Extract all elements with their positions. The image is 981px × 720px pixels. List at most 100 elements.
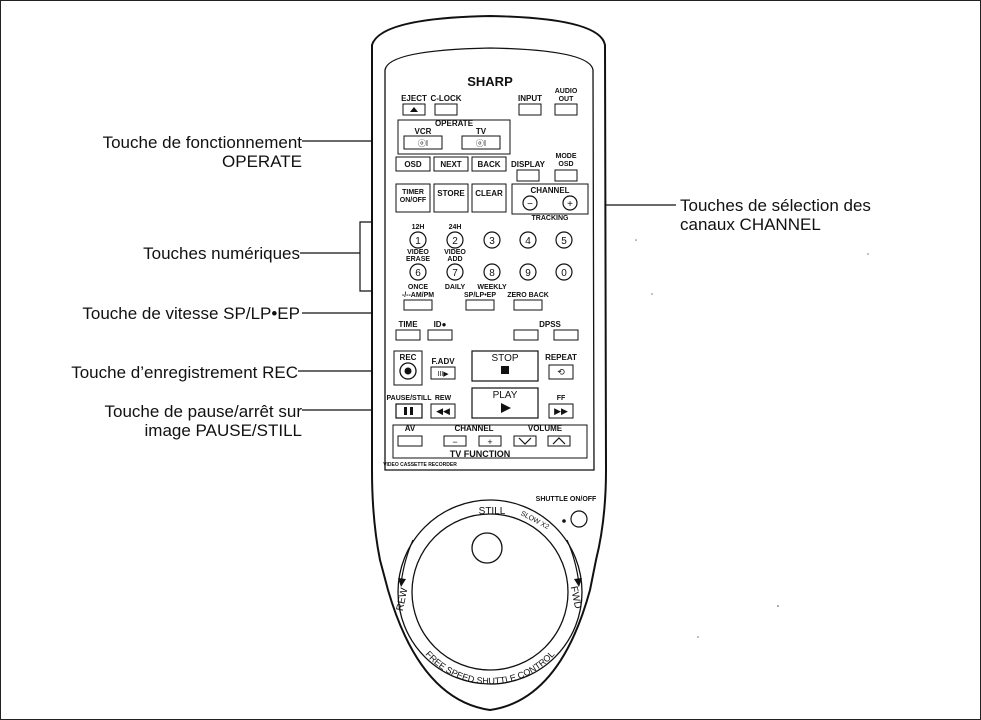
rew-label: REW: [435, 395, 452, 402]
speck: [867, 253, 869, 255]
mode-osd-button[interactable]: [554, 169, 578, 182]
input-button[interactable]: [518, 103, 542, 116]
audio-out-label-1: AUDIO: [555, 88, 578, 95]
num-7-button[interactable]: [446, 263, 464, 281]
fast-forward-icon: ▶▶: [554, 406, 568, 416]
note-24h: 24H: [449, 224, 462, 231]
num-1-button[interactable]: [409, 231, 427, 249]
audio-out-button[interactable]: [554, 103, 578, 116]
fadv-label: F.ADV: [431, 357, 455, 366]
play-icon: [501, 403, 511, 413]
rewind-icon: ◀◀: [436, 406, 450, 416]
clock-button[interactable]: [434, 103, 458, 116]
mode-osd-label-1: MODE: [556, 153, 577, 160]
callout-pause-line2: image PAUSE/STILL: [144, 421, 302, 440]
rec-label: REC: [400, 353, 417, 362]
speck: [635, 239, 637, 241]
video-cassette-label: VIDEO CASSETTE RECORDER: [383, 462, 457, 468]
av-label: AV: [405, 424, 416, 433]
fadv-button[interactable]: [430, 366, 456, 380]
channel-down-button[interactable]: [522, 195, 538, 211]
zero-back-button[interactable]: [513, 299, 543, 311]
vcr-power-button[interactable]: [403, 135, 443, 150]
audio-out-label-2: OUT: [559, 96, 575, 103]
num-5-button[interactable]: [555, 231, 573, 249]
num-4-button[interactable]: [519, 231, 537, 249]
dpss-forward-button[interactable]: [553, 329, 579, 341]
sp-lp-ep-button[interactable]: [465, 299, 495, 311]
speck: [777, 605, 779, 607]
tv-channel-label: CHANNEL: [454, 424, 493, 433]
ff-button[interactable]: [548, 403, 574, 419]
zero-back-label: ZERO BACK: [507, 292, 549, 299]
num-0-button[interactable]: [555, 263, 573, 281]
play-button[interactable]: [471, 387, 539, 419]
timer-onoff-button[interactable]: [395, 183, 431, 213]
num-9-label: 9: [525, 268, 531, 279]
volume-label: VOLUME: [528, 424, 563, 433]
tracking-label: TRACKING: [532, 215, 569, 222]
volume-down-button[interactable]: [513, 435, 537, 447]
tv-power-button[interactable]: [461, 135, 501, 150]
num-2-button[interactable]: [446, 231, 464, 249]
store-label: STORE: [437, 189, 465, 198]
num-3-label: 3: [489, 236, 495, 247]
input-label: INPUT: [518, 94, 542, 103]
num-1-label: 1: [415, 236, 421, 247]
tv-channel-plus-button[interactable]: [478, 435, 502, 447]
osd-button[interactable]: [395, 156, 431, 172]
av-button[interactable]: [397, 435, 423, 447]
ff-label: FF: [557, 395, 566, 402]
clear-button[interactable]: [471, 183, 507, 213]
back-button[interactable]: [471, 156, 507, 172]
tv-channel-minus-button[interactable]: [443, 435, 467, 447]
note-prog-2: ADD: [447, 256, 462, 263]
minus-icon: −: [527, 199, 533, 210]
callout-operate-line1: Touche de fonctionnement: [102, 133, 302, 152]
note-vps-2: ERASE: [406, 256, 430, 263]
shuttle-dial-knob[interactable]: [471, 532, 503, 564]
dial-fwd-label: FWD: [568, 585, 583, 610]
time-button[interactable]: [395, 329, 421, 341]
tv-function-group: [392, 424, 588, 459]
next-label: NEXT: [440, 160, 461, 169]
display-button[interactable]: [516, 169, 540, 182]
am-pm-label: -/--AM/PM: [402, 292, 434, 299]
dial-still-label: STILL: [479, 506, 506, 517]
callout-pause: Touche de pause/arrêt sur image PAUSE/ST…: [8, 402, 302, 440]
record-icon: [404, 367, 412, 375]
num-6-button[interactable]: [409, 263, 427, 281]
volume-up-button[interactable]: [547, 435, 571, 447]
shuttle-onoff-button[interactable]: [570, 510, 588, 528]
dpss-back-button[interactable]: [513, 329, 539, 341]
tv-label: TV: [476, 127, 487, 136]
store-button[interactable]: [433, 183, 469, 213]
speck: [651, 293, 653, 295]
num-8-button[interactable]: [483, 263, 501, 281]
am-pm-button[interactable]: [403, 299, 433, 311]
eject-label: EJECT: [401, 94, 427, 103]
eject-icon: [410, 107, 418, 112]
display-label: DISPLAY: [511, 160, 546, 169]
once-label: ONCE: [408, 284, 429, 291]
pause-icon-right: [410, 407, 413, 415]
idx-button[interactable]: [427, 329, 453, 341]
callout-operate: Touche de fonctionnement OPERATE: [20, 133, 302, 171]
stop-label: STOP: [491, 353, 518, 364]
clock-label: C-LOCK: [430, 94, 461, 103]
num-9-button[interactable]: [519, 263, 537, 281]
brand-logo: SHARP: [467, 74, 513, 89]
num-8-label: 8: [489, 268, 495, 279]
tv-power-icon: ⓞI: [476, 139, 486, 148]
num-6-label: 6: [415, 268, 421, 279]
next-button[interactable]: [433, 156, 469, 172]
dial-rew-label: REW: [395, 586, 411, 612]
repeat-button[interactable]: [548, 364, 574, 380]
rew-button[interactable]: [430, 403, 456, 419]
pause-still-button[interactable]: [395, 403, 423, 419]
num-3-button[interactable]: [483, 231, 501, 249]
shuttle-dial[interactable]: [411, 513, 569, 671]
mode-osd-label-2: OSD: [558, 161, 573, 168]
channel-up-button[interactable]: [562, 195, 578, 211]
stop-icon: [501, 366, 509, 374]
